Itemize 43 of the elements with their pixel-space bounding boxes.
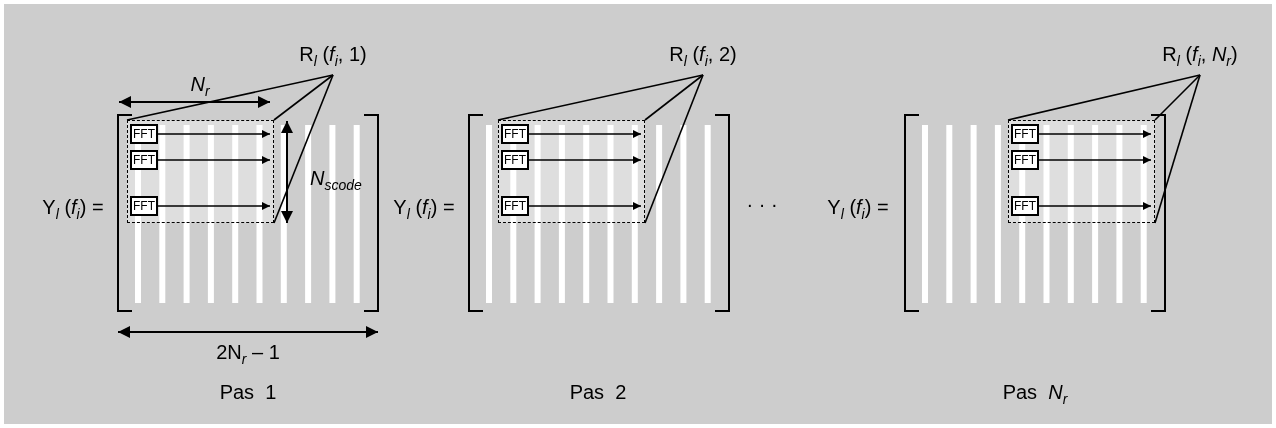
step-label: Pas 1 — [219, 380, 277, 404]
fft-block: FFT — [130, 196, 158, 216]
dimension-label: N$_{scode}$ — [310, 166, 362, 195]
ellipsis: · · · — [746, 192, 778, 216]
leader-line — [644, 74, 704, 224]
fft-block: FFT — [130, 150, 158, 170]
fft-block: FFT — [1011, 124, 1039, 144]
arrow — [1038, 130, 1152, 138]
arrow — [1038, 156, 1152, 164]
fft-block: FFT — [501, 150, 529, 170]
fft-block: FFT — [130, 124, 158, 144]
arrow — [157, 130, 271, 138]
leader-line — [497, 74, 704, 121]
range-label: R$_{l}$ (f$_{i}$, 1) — [299, 42, 367, 73]
arrow — [157, 156, 271, 164]
arrow — [528, 156, 642, 164]
leader-line — [273, 74, 334, 121]
equation-label: Y$_{l}$ (f$_{i}$) = — [42, 195, 104, 224]
arrow — [1038, 202, 1152, 210]
equation-label: Y$_{l}$ (f$_{i}$) = — [827, 195, 889, 224]
dimension-label: 2N$_{r}$ – 1 — [216, 340, 280, 369]
leader-line — [1154, 74, 1201, 224]
range-label: R$_{l}$ (f$_{i}$, 2) — [669, 42, 737, 73]
dashed-box — [498, 120, 645, 223]
fft-block: FFT — [501, 124, 529, 144]
fft-block: FFT — [1011, 196, 1039, 216]
arrow — [528, 202, 642, 210]
leader-line — [273, 74, 334, 224]
arrow — [157, 202, 271, 210]
equation-label: Y$_{l}$ (f$_{i}$) = — [393, 195, 455, 224]
step-label: Pas N$_{r}$ — [1002, 380, 1068, 409]
arrow — [528, 130, 642, 138]
dashed-box — [1008, 120, 1155, 223]
fft-block: FFT — [501, 196, 529, 216]
dimension-label: N$_{r}$ — [190, 72, 210, 101]
step-label: Pas 2 — [569, 380, 627, 404]
leader-line — [1007, 74, 1201, 121]
leader-line — [644, 74, 704, 121]
fft-block: FFT — [1011, 150, 1039, 170]
leader-line — [1154, 74, 1201, 121]
range-label: R$_{l}$ (f$_{i}$, N$_{r}$) — [1162, 42, 1238, 73]
dashed-box — [127, 120, 274, 223]
leader-line — [126, 74, 334, 121]
